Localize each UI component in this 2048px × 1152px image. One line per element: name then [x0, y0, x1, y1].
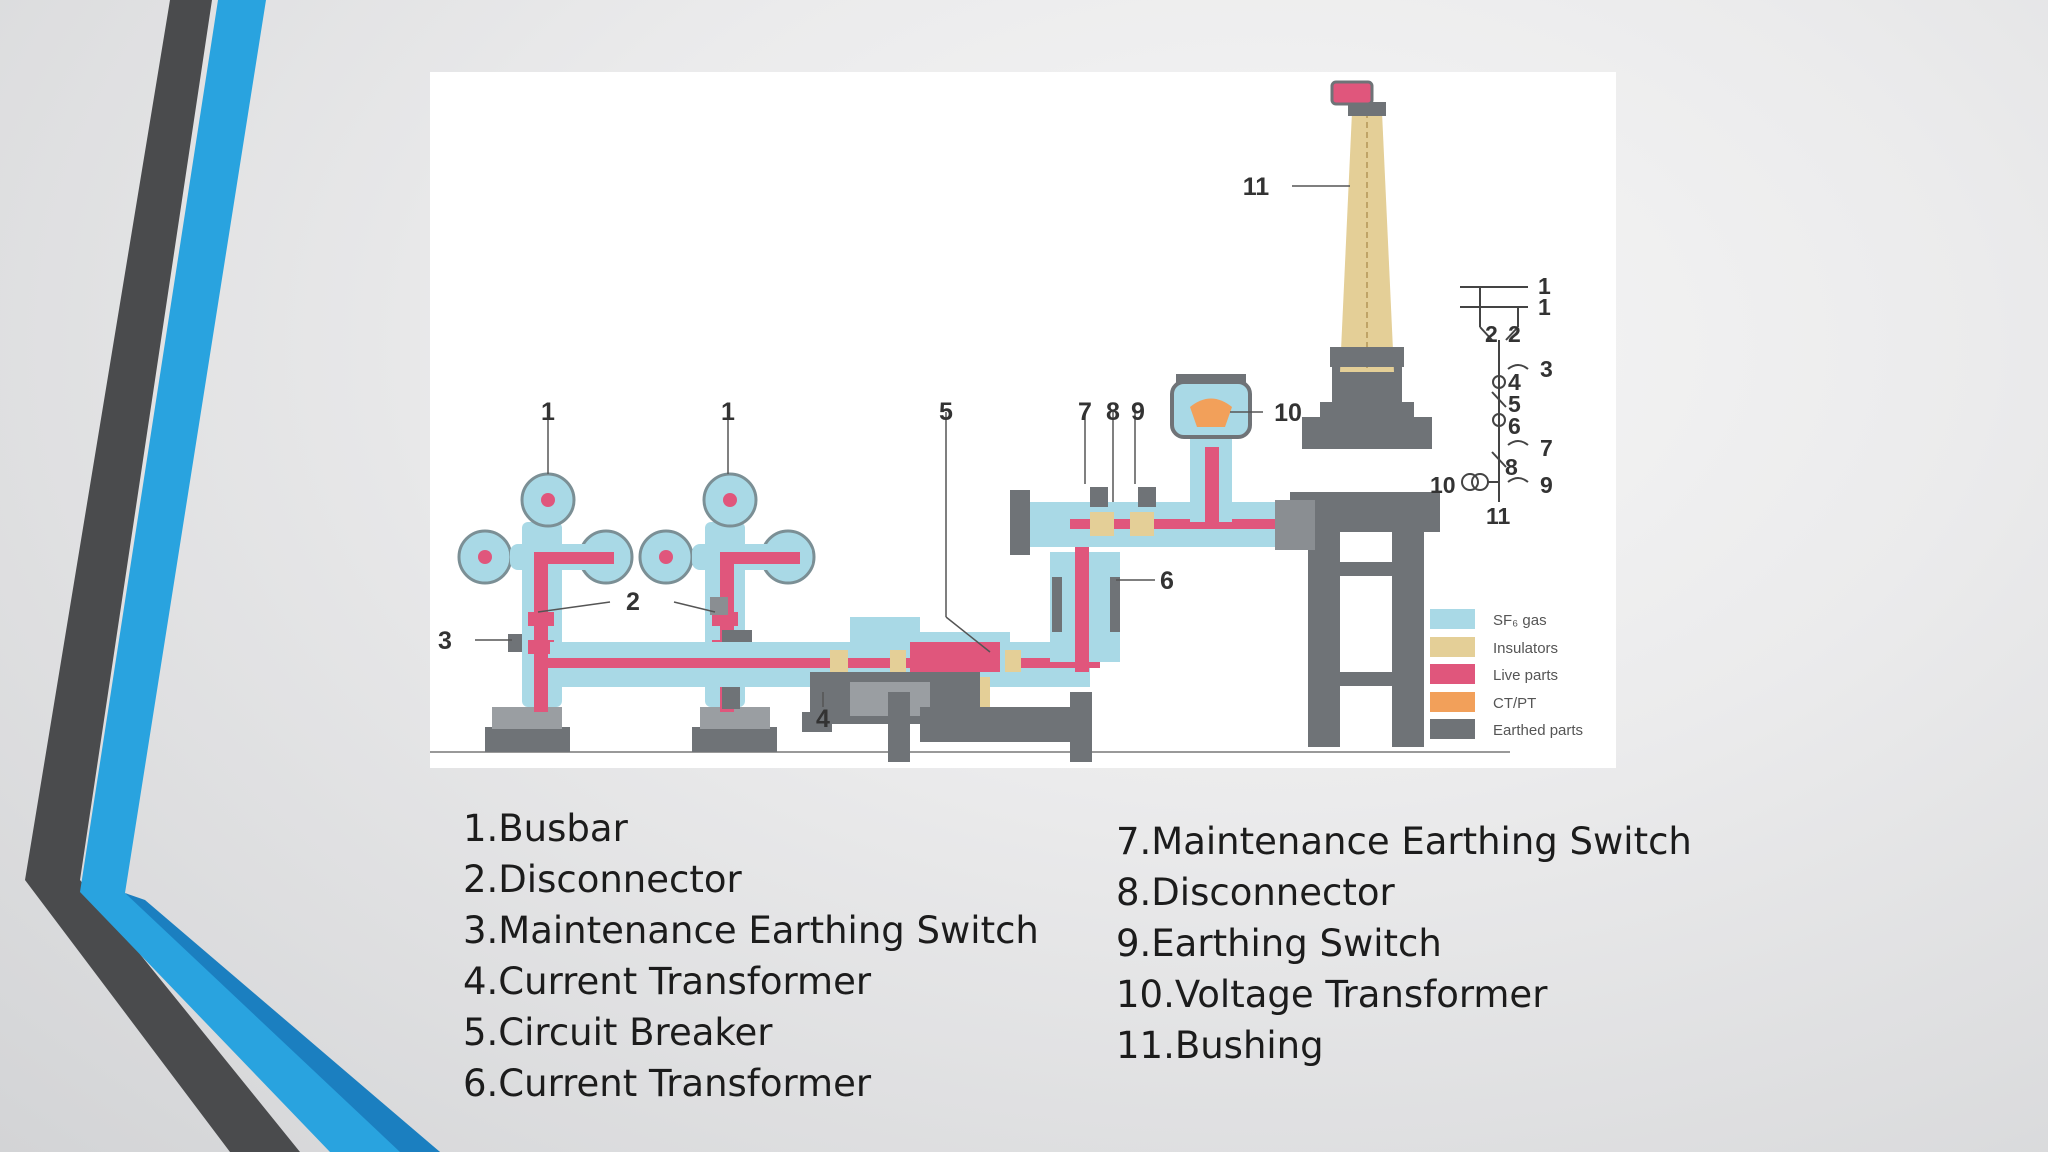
- sld-label-10: 10: [1430, 472, 1456, 498]
- caption-list-right: 7.Maintenance Earthing Switch 8.Disconne…: [1116, 816, 1692, 1071]
- legend-label-sf6: SF₆ gas: [1493, 612, 1547, 629]
- callout-current-transformer-low: 4: [816, 705, 830, 733]
- legend-swatch-earthed: [1430, 719, 1475, 739]
- legend-swatch-sf6: [1430, 609, 1475, 629]
- sld-label-8: 8: [1505, 454, 1518, 480]
- caption-item: 8.Disconnector: [1116, 871, 1395, 914]
- callout-earthing-switch-right: 9: [1131, 398, 1145, 426]
- callout-circuit-breaker: 5: [939, 398, 953, 426]
- legend-swatch-ctpt: [1430, 692, 1475, 712]
- sld-label-1b: 1: [1538, 294, 1551, 320]
- caption-item: 3.Maintenance Earthing Switch: [463, 909, 1039, 952]
- sld-label-4: 4: [1508, 369, 1521, 395]
- caption-item: 7.Maintenance Earthing Switch: [1116, 820, 1692, 863]
- callout-current-transformer-right: 6: [1160, 567, 1174, 595]
- sld-label-6: 6: [1508, 413, 1521, 439]
- bushing-structure: [1275, 80, 1440, 747]
- callout-busbar-b: 1: [721, 398, 735, 426]
- voltage-transformer: [1170, 374, 1252, 439]
- caption-item: 2.Disconnector: [463, 858, 742, 901]
- callout-earthing-switch-left: 3: [438, 627, 452, 655]
- sld-label-9: 9: [1540, 472, 1553, 498]
- legend-swatch-live: [1430, 664, 1475, 684]
- callout-disconnector-right: 8: [1106, 398, 1120, 426]
- sld-label-3: 3: [1540, 356, 1553, 382]
- blue-chevron: [80, 0, 440, 1152]
- sld-label-5: 5: [1508, 391, 1521, 417]
- caption-item: 1.Busbar: [463, 807, 628, 850]
- caption-item: 10.Voltage Transformer: [1116, 973, 1548, 1016]
- sld-label-2a: 2: [1485, 321, 1498, 347]
- dark-chevron: [25, 0, 300, 1152]
- legend-swatch-insulators: [1430, 637, 1475, 657]
- legend-label-earthed: Earthed parts: [1493, 722, 1583, 739]
- gis-diagram: 1 1 2 3 4 5 6 7 8 9 10 11 1 1 2 2 3 4 5 …: [430, 72, 1616, 768]
- caption-item: 11.Bushing: [1116, 1024, 1324, 1067]
- caption-item: 6.Current Transformer: [463, 1062, 872, 1105]
- callout-voltage-transformer: 10: [1274, 399, 1302, 427]
- circuit-breaker-assembly: [540, 597, 1100, 762]
- callout-busbar-a: 1: [541, 398, 555, 426]
- caption-item: 5.Circuit Breaker: [463, 1011, 773, 1054]
- legend-label-live: Live parts: [1493, 667, 1558, 684]
- sld-label-11: 11: [1486, 503, 1511, 529]
- callout-disconnector: 2: [626, 588, 640, 616]
- legend-label-insulators: Insulators: [1493, 640, 1558, 657]
- blue-chevron-lower: [125, 893, 440, 1152]
- right-riser: [1010, 432, 1300, 672]
- caption-list-left: 1.Busbar 2.Disconnector 3.Maintenance Ea…: [463, 803, 1039, 1109]
- legend-label-ctpt: CT/PT: [1493, 695, 1536, 712]
- callout-maintenance-earthing-switch: 7: [1078, 398, 1092, 426]
- caption-item: 9.Earthing Switch: [1116, 922, 1442, 965]
- sld-label-2b: 2: [1508, 321, 1521, 347]
- single-line-diagram: [1460, 286, 1529, 502]
- sld-label-1a: 1: [1538, 273, 1551, 299]
- legend: SF₆ gas Insulators Live parts CT/PT Eart…: [1430, 609, 1583, 739]
- busbar-bay-1: [457, 472, 634, 752]
- callout-bushing: 11: [1243, 173, 1270, 201]
- sld-label-7: 7: [1540, 435, 1553, 461]
- caption-item: 4.Current Transformer: [463, 960, 872, 1003]
